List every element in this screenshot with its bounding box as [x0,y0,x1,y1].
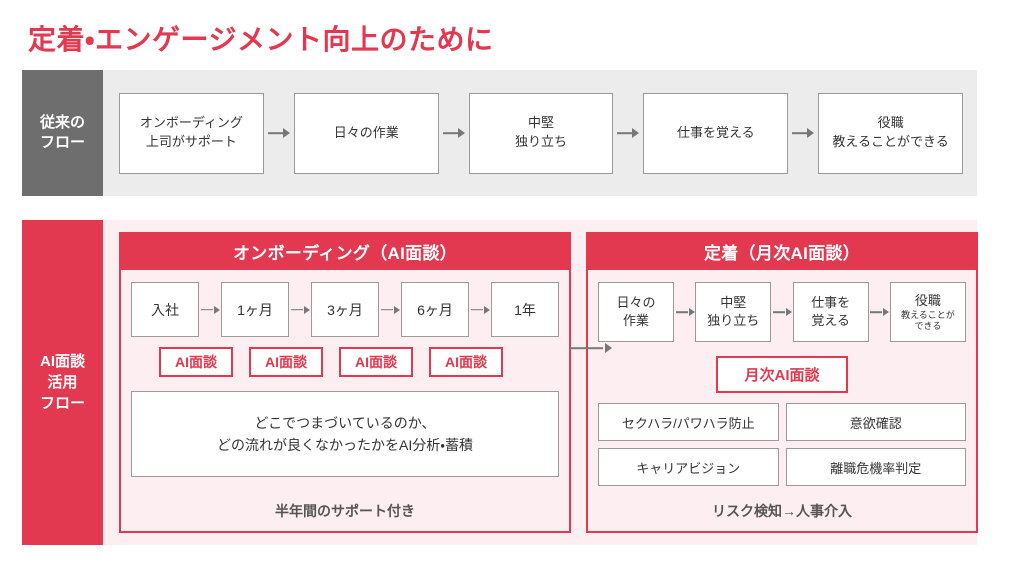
arrow-right-icon [264,127,294,139]
timeline-box: 3ヶ月 [311,282,379,337]
retention-step-line2: 作業 [622,313,649,328]
onboarding-panel-body: 入社 1ヶ月 3ヶ月 6ヶ月 1年 AI面談 AI面談 AI面談 [121,270,569,495]
legacy-label-line1: 従来の [39,113,85,131]
arrow-right-icon [439,127,469,139]
legacy-step-box: 役職 教えることができる [818,92,963,174]
retention-step-line1: 役職 [914,292,941,308]
arrow-right-icon [675,307,695,317]
topic-cell: セクハラ/パワハラ防止 [598,403,779,441]
monthly-badge-row: 月次AI面談 [598,356,966,393]
legacy-flow-row: 従来の フロー オンボーディング 上司がサポート 日々の作業 中堅 独り立ち 仕… [22,70,977,196]
arrow-right-icon [380,305,400,315]
onboarding-timeline: 入社 1ヶ月 3ヶ月 6ヶ月 1年 [131,282,559,337]
retention-step-box: 日々の 作業 [598,282,674,342]
ai-interview-badge: AI面談 [429,347,503,377]
legacy-step-line1: 仕事を覚える [676,124,755,140]
retention-step-box: 仕事を 覚える [792,282,869,342]
legacy-step-line1: 役職 [877,115,904,131]
arrow-right-icon [290,305,310,315]
timeline-box: 6ヶ月 [401,282,469,337]
retention-step-box: 役職 教えることが できる [889,282,966,342]
timeline-box: 1年 [491,282,559,337]
arrow-right-icon [470,305,490,315]
retention-step-small: 教えることが できる [901,309,955,332]
retention-panel-header: 定着（月次AI面談） [588,234,976,270]
ai-interview-badge: AI面談 [159,347,233,377]
retention-step-line2: 覚える [811,313,850,328]
analysis-line2: どの流れが良くなかったかをAI分析・蓄積 [217,437,473,453]
arrow-right-icon [869,307,889,317]
arrow-right-icon [200,305,220,315]
page-title: 定着・エンゲージメント向上のために [28,24,494,55]
ai-flow-label: AI面談 活用 フロー [22,220,103,545]
arrow-right-icon [772,307,792,317]
retention-step-box: 中堅 独り立ち [695,282,772,342]
legacy-step-box: オンボーディング 上司がサポート [119,92,264,174]
ai-interview-badge: AI面談 [339,347,413,377]
legacy-step-line2: 上司がサポート [145,134,237,149]
legacy-step-line1: 日々の作業 [333,124,399,140]
legacy-step-line2: 独り立ち [514,134,567,149]
legacy-flow-label: 従来の フロー [22,70,103,196]
retention-step-line1: 仕事を [811,294,851,310]
legacy-step-line1: オンボーディング [139,115,243,131]
ai-label-line2: 活用 [47,374,78,391]
arrow-right-icon [788,127,818,139]
onboarding-panel: オンボーディング（AI面談） 入社 1ヶ月 3ヶ月 6ヶ月 1年 [119,232,571,533]
timeline-box: 1ヶ月 [221,282,289,337]
retention-step-line1: 中堅 [720,294,747,310]
timeline-box: 入社 [131,282,199,337]
legacy-flow-boxes: オンボーディング 上司がサポート 日々の作業 中堅 独り立ち 仕事を覚える 役職… [103,70,977,196]
ai-label-line3: フロー [39,395,85,412]
onboarding-panel-header: オンボーディング（AI面談） [121,234,569,270]
retention-topic-grid: セクハラ/パワハラ防止 意欲確認 キャリアビジョン 離職危機率判定 [598,403,966,486]
topic-cell: 離職危機率判定 [785,448,966,486]
retention-panel-body: 日々の 作業 中堅 独り立ち 仕事を 覚える [588,270,976,495]
monthly-ai-interview-badge: 月次AI面談 [716,356,848,393]
ai-panels-container: オンボーディング（AI面談） 入社 1ヶ月 3ヶ月 6ヶ月 1年 [103,220,978,545]
arrow-right-icon [613,127,643,139]
ai-label-line1: AI面談 [39,353,85,370]
legacy-step-box: 中堅 独り立ち [468,92,614,174]
topic-cell: 意欲確認 [785,403,966,441]
retention-step-line2: 独り立ち [707,313,760,328]
topic-cell: キャリアビジョン [598,448,779,486]
legacy-step-box: 仕事を覚える [643,92,789,174]
retention-panel-footer: リスク検知→人事介入 [712,503,852,519]
legacy-label-line2: フロー [39,134,85,151]
legacy-step-line2: 教えることができる [832,134,949,149]
ai-flow-row: AI面談 活用 フロー オンボーディング（AI面談） 入社 1ヶ月 3ヶ月 6ヶ… [22,220,978,545]
analysis-line1: どこでつまづいているのか、 [254,414,436,431]
retention-step-line1: 日々の [616,294,656,310]
legacy-step-line1: 中堅 [527,115,554,131]
panel-connector-arrow-icon [570,342,612,354]
ai-interview-badge: AI面談 [249,347,323,377]
retention-flow: 日々の 作業 中堅 独り立ち 仕事を 覚える [598,282,966,342]
ai-interview-badges: AI面談 AI面談 AI面談 AI面談 [131,347,559,377]
ai-analysis-box: どこでつまづいているのか、 どの流れが良くなかったかをAI分析・蓄積 [131,391,559,477]
onboarding-panel-footer: 半年間のサポート付き [275,503,415,519]
retention-panel: 定着（月次AI面談） 日々の 作業 中堅 独り立ち [586,232,978,533]
legacy-step-box: 日々の作業 [293,92,439,174]
